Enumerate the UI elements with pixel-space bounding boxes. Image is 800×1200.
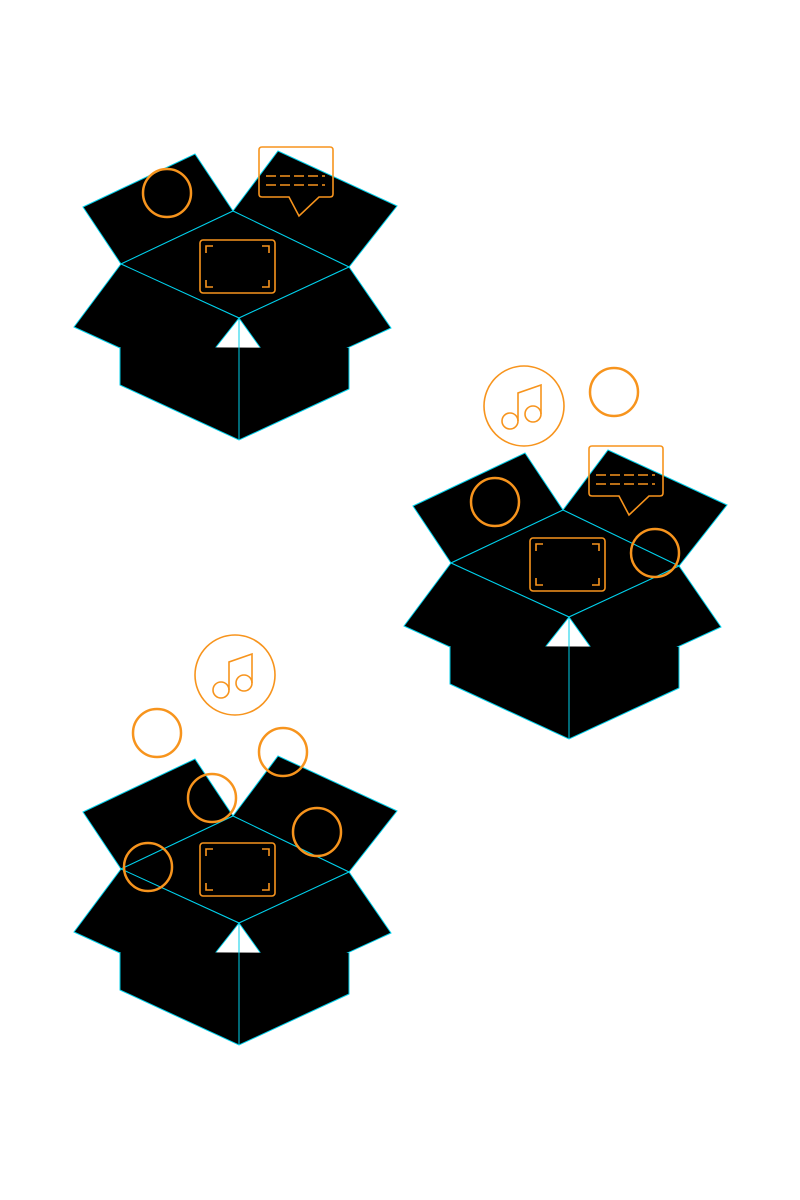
circle-icon: [469, 476, 521, 528]
circle-icon: [588, 366, 640, 418]
circle-icon: [629, 527, 681, 579]
music-note-icon: [194, 634, 276, 716]
box-2: [403, 365, 728, 740]
box-3: [73, 634, 398, 1046]
circle-icon: [257, 726, 309, 778]
box-1: [73, 146, 398, 441]
circle-icon: [131, 707, 183, 759]
circle-icon: [141, 167, 193, 219]
open-box-icon: [73, 150, 398, 441]
music-note-icon: [483, 365, 565, 447]
circle-icon: [122, 841, 174, 893]
circle-icon: [291, 806, 343, 858]
open-box-icon: [403, 449, 728, 740]
circle-icon: [186, 772, 238, 824]
